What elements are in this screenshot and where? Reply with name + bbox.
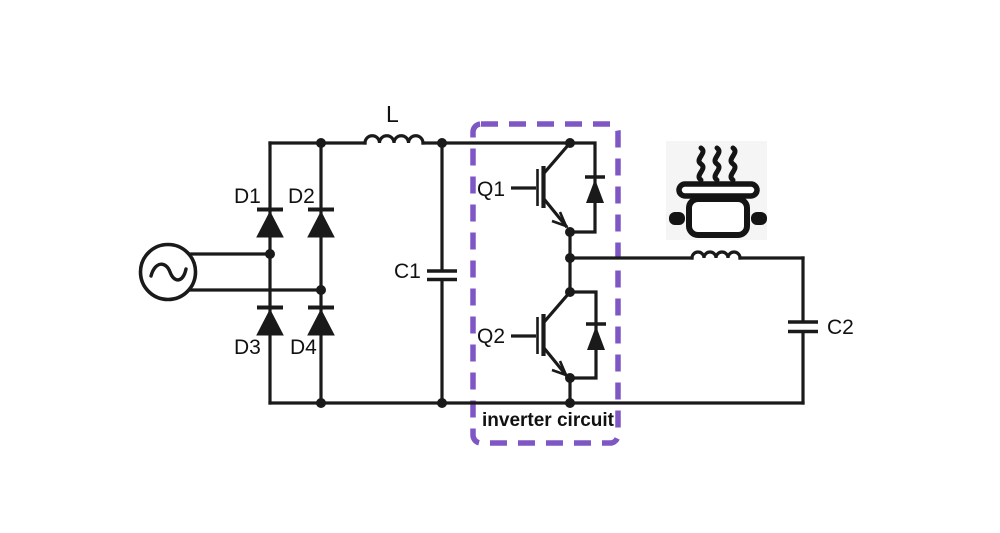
capacitor-c1-icon bbox=[427, 269, 457, 282]
q1-diode-wire bbox=[568, 141, 597, 234]
diode-d3 bbox=[256, 305, 284, 336]
label-capacitor-c1: C1 bbox=[394, 260, 421, 283]
igbt-q1-icon bbox=[511, 166, 605, 229]
igbt-q2-icon bbox=[511, 314, 606, 378]
junction-dots bbox=[265, 138, 575, 408]
pot-lid bbox=[676, 181, 760, 199]
label-transistor-q2: Q2 bbox=[477, 325, 506, 348]
steam-icon bbox=[696, 145, 738, 183]
label-diode-d4: D4 bbox=[290, 336, 317, 359]
q2-antiparallel-diode bbox=[586, 322, 606, 350]
pot-handle-left bbox=[669, 212, 685, 225]
inverter-circuit-box bbox=[470, 121, 621, 446]
pot-body bbox=[686, 196, 750, 238]
q2-diode-wire bbox=[568, 290, 598, 380]
q2-collector bbox=[542, 289, 573, 324]
pot-icon bbox=[669, 145, 767, 238]
bridge-rectifier bbox=[256, 207, 335, 336]
label-transistor-q1: Q1 bbox=[477, 178, 506, 201]
label-diode-d2: D2 bbox=[288, 185, 315, 208]
q1-collector bbox=[542, 140, 573, 175]
label-diode-d3: D3 bbox=[234, 336, 261, 359]
q2-emitter bbox=[541, 345, 569, 378]
q1-emitter-arrow bbox=[551, 211, 569, 229]
ac-source-icon bbox=[138, 242, 198, 302]
diode-d1 bbox=[256, 207, 284, 238]
q1-emitter bbox=[541, 196, 569, 229]
label-diode-d1: D1 bbox=[234, 185, 261, 208]
sine-wave-glyph bbox=[149, 262, 188, 282]
work-coil bbox=[690, 250, 742, 260]
capacitor-c2-icon bbox=[788, 320, 818, 334]
filter-inductor-coil bbox=[363, 134, 425, 145]
label-inductor-l: L bbox=[386, 101, 399, 127]
label-inverter-circuit: inverter circuit bbox=[482, 410, 614, 431]
label-capacitor-c2: C2 bbox=[827, 316, 854, 339]
diode-d2 bbox=[307, 207, 335, 238]
diode-d4 bbox=[307, 305, 335, 336]
q1-antiparallel-diode bbox=[585, 175, 605, 203]
pot-handle-right bbox=[751, 212, 767, 225]
